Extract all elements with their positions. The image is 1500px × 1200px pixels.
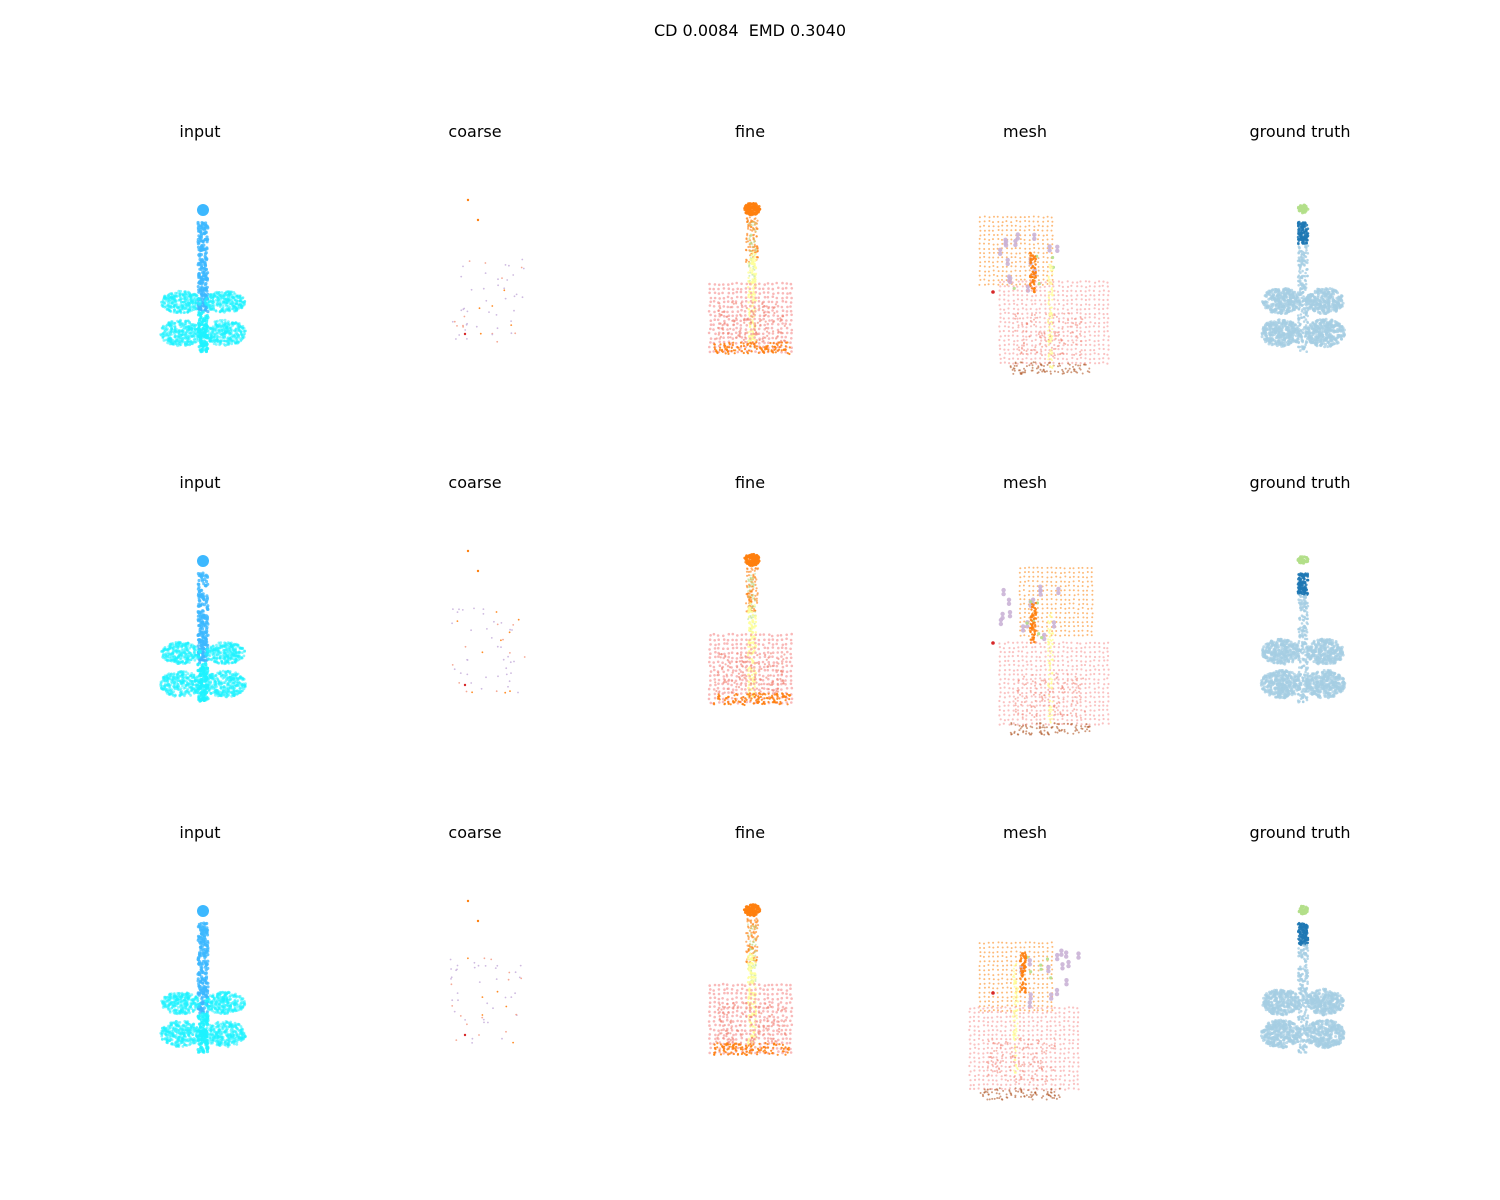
coarse-point-cloud	[451, 198, 525, 343]
coarse-point-cloud	[451, 549, 526, 694]
panel-title: coarse	[448, 823, 502, 842]
mesh-point-cloud	[978, 215, 1110, 375]
panel-mesh-row2: mesh	[905, 473, 1145, 793]
panel-fine-row3: fine	[630, 823, 870, 1143]
panel-title: input	[179, 823, 221, 842]
panel-coarse-row1: coarse	[355, 122, 595, 442]
panel-coarse-row2: coarse	[355, 473, 595, 793]
panel-ground-truth-row2: ground truth	[1180, 473, 1420, 793]
panel-title: ground truth	[1249, 122, 1351, 141]
ground-truth-point-cloud	[1259, 555, 1347, 704]
ground-truth-point-cloud	[1260, 203, 1346, 353]
panel-title: ground truth	[1249, 823, 1351, 842]
coarse-point-cloud	[449, 899, 523, 1044]
panel-title: mesh	[1003, 823, 1047, 842]
panel-mesh-row1: mesh	[905, 122, 1145, 442]
input-point-cloud	[159, 905, 247, 1054]
fine-point-cloud	[707, 903, 794, 1057]
panel-title: fine	[734, 823, 766, 842]
panel-mesh-row3: mesh	[905, 823, 1145, 1143]
panel-input-row2: input	[80, 473, 320, 793]
panel-fine-row2: fine	[630, 473, 870, 793]
panel-title: input	[179, 473, 221, 492]
ground-truth-point-cloud	[1260, 904, 1346, 1054]
input-point-cloud	[159, 555, 247, 703]
figure-title: CD 0.0084 EMD 0.3040	[653, 21, 847, 40]
panel-title: mesh	[1003, 473, 1047, 492]
panel-title: input	[179, 122, 221, 141]
fine-point-cloud	[707, 202, 794, 356]
panel-title: coarse	[448, 473, 502, 492]
mesh-point-cloud	[968, 941, 1081, 1101]
panel-fine-row1: fine	[630, 122, 870, 442]
panel-input-row1: input	[80, 122, 320, 442]
panel-title: fine	[734, 473, 766, 492]
panel-title: fine	[734, 122, 766, 141]
panel-input-row3: input	[80, 823, 320, 1143]
input-point-cloud	[159, 204, 248, 354]
mesh-point-cloud	[991, 566, 1110, 736]
fine-point-cloud	[707, 552, 794, 707]
panel-title: mesh	[1003, 122, 1047, 141]
panel-coarse-row3: coarse	[355, 823, 595, 1143]
panel-ground-truth-row3: ground truth	[1180, 823, 1420, 1143]
panel-title: coarse	[448, 122, 502, 141]
panel-ground-truth-row1: ground truth	[1180, 122, 1420, 442]
panel-title: ground truth	[1249, 473, 1351, 492]
